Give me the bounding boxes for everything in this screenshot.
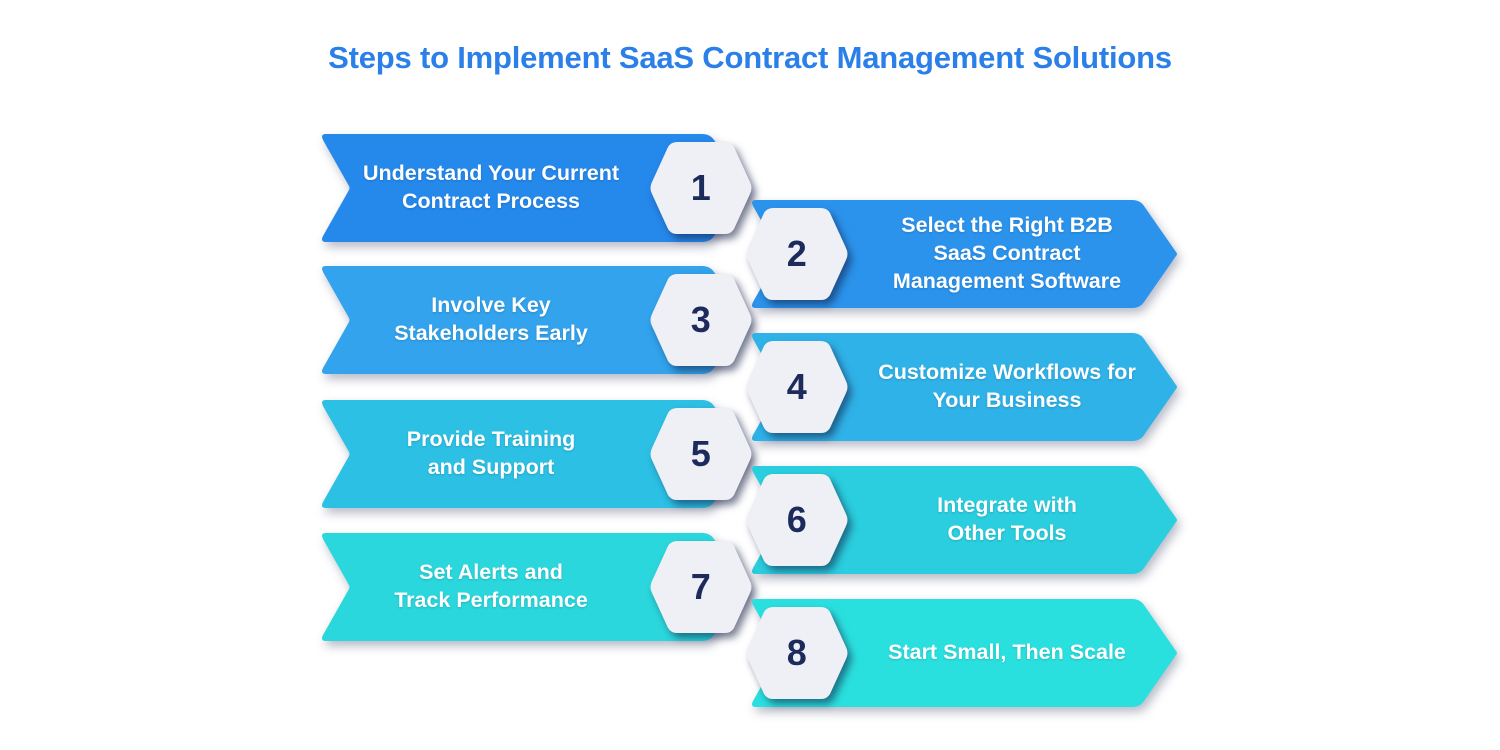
step-item-4[interactable]: Customize Workflows for Your Business 4 bbox=[745, 329, 1180, 445]
step-item-8[interactable]: Start Small, Then Scale 8 bbox=[745, 595, 1180, 711]
step-item-1[interactable]: Understand Your Current Contract Process… bbox=[318, 130, 753, 246]
step-chevron-4 bbox=[748, 329, 1180, 445]
step-number-1: 1 bbox=[690, 167, 712, 208]
step-badge-6: 6 bbox=[745, 468, 849, 572]
step-badge-2: 2 bbox=[745, 202, 849, 306]
step-item-6[interactable]: Integrate with Other Tools 6 bbox=[745, 462, 1180, 578]
step-badge-7: 7 bbox=[649, 535, 753, 639]
step-item-7[interactable]: Set Alerts and Track Performance 7 bbox=[318, 529, 753, 645]
step-badge-3: 3 bbox=[649, 268, 753, 372]
step-number-5: 5 bbox=[690, 433, 712, 474]
step-chevron-5 bbox=[318, 396, 750, 512]
step-badge-5: 5 bbox=[649, 402, 753, 506]
step-number-3: 3 bbox=[690, 299, 712, 340]
step-item-2[interactable]: Select the Right B2B SaaS Contract Manag… bbox=[745, 196, 1180, 312]
step-chevron-2 bbox=[748, 196, 1180, 312]
step-item-3[interactable]: Involve Key Stakeholders Early 3 bbox=[318, 262, 753, 378]
step-number-8: 8 bbox=[786, 632, 808, 673]
step-chevron-8 bbox=[748, 595, 1180, 711]
step-chevron-7 bbox=[318, 529, 750, 645]
step-chevron-3 bbox=[318, 262, 750, 378]
step-badge-4: 4 bbox=[745, 335, 849, 439]
step-chevron-6 bbox=[748, 462, 1180, 578]
step-chevron-1 bbox=[318, 130, 750, 246]
step-number-2: 2 bbox=[786, 233, 808, 274]
page-title: Steps to Implement SaaS Contract Managem… bbox=[328, 40, 1172, 75]
step-badge-1: 1 bbox=[649, 136, 753, 240]
step-number-4: 4 bbox=[786, 366, 808, 407]
step-badge-8: 8 bbox=[745, 601, 849, 705]
step-number-7: 7 bbox=[690, 566, 712, 607]
step-number-6: 6 bbox=[786, 499, 808, 540]
step-item-5[interactable]: Provide Training and Support 5 bbox=[318, 396, 753, 512]
